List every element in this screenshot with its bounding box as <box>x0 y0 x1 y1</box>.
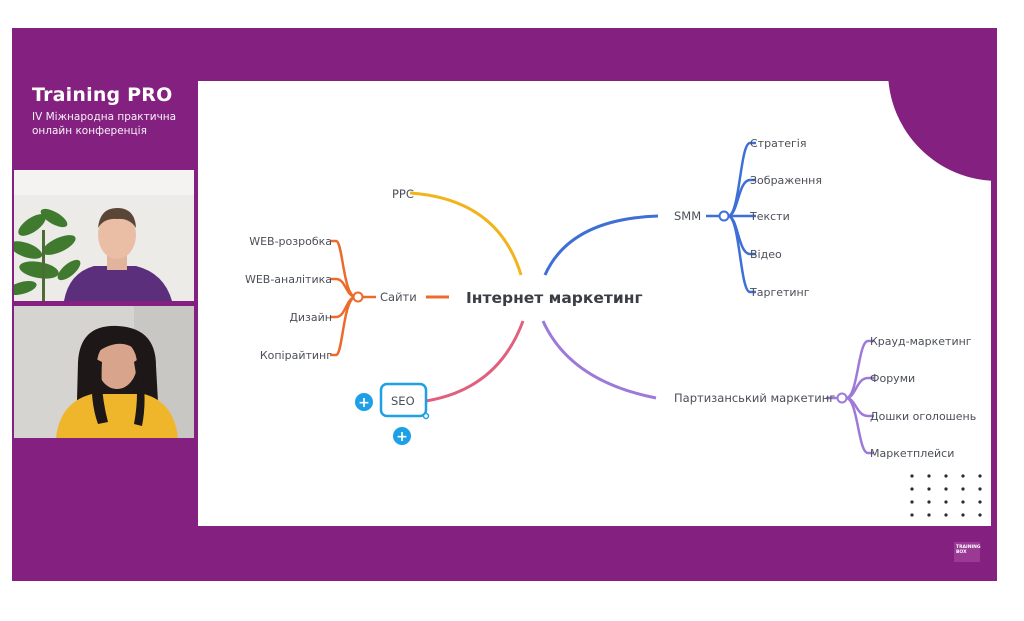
decoration-dot <box>978 474 982 478</box>
node-guerrilla-marketing[interactable]: Партизанський маркетинг <box>674 391 835 405</box>
node-texts[interactable]: Тексти <box>749 210 790 223</box>
decoration-dot <box>978 500 982 504</box>
brand-subtitle-line2: онлайн конференція <box>32 125 147 137</box>
decoration-dot <box>944 500 948 504</box>
decoration-dot <box>961 474 965 478</box>
decoration-dot <box>961 513 965 517</box>
brand-subtitle: IV Міжнародна практична онлайн конференц… <box>32 110 176 138</box>
node-images[interactable]: Зображення <box>750 174 822 187</box>
logo-line2: BOX <box>956 550 967 555</box>
node-strategy[interactable]: Стратегія <box>750 137 806 150</box>
node-video[interactable]: Відео <box>750 248 782 261</box>
decoration-dot <box>927 513 931 517</box>
decoration-dot <box>978 487 982 491</box>
brand-block: Training PRO IV Міжнародна практична онл… <box>32 84 176 138</box>
presentation-slide: Інтернет маркетинг PPC Сайти SEO WEB-роз… <box>198 81 991 526</box>
mindmap-center-node[interactable]: Інтернет маркетинг <box>466 289 643 307</box>
training-box-logo: TRAINING BOX <box>954 542 981 562</box>
node-targeting[interactable]: Таргетинг <box>749 286 810 299</box>
corner-circle-decoration <box>888 81 991 181</box>
dot-grid-decoration <box>910 474 982 517</box>
node-seo[interactable]: SEO <box>391 394 415 408</box>
decoration-dot <box>910 474 914 478</box>
seo-selection-box[interactable] <box>379 382 428 418</box>
node-smm[interactable]: SMM <box>674 209 701 223</box>
decoration-dot <box>910 487 914 491</box>
decoration-dot <box>927 487 931 491</box>
decoration-dot <box>961 500 965 504</box>
node-ppc[interactable]: PPC <box>392 187 414 201</box>
node-forums[interactable]: Форуми <box>870 372 915 385</box>
mindmap-canvas: Інтернет маркетинг PPC Сайти SEO WEB-роз… <box>245 81 991 517</box>
node-classifieds[interactable]: Дошки оголошень <box>870 410 976 423</box>
decoration-dot <box>910 513 914 517</box>
participant-video-2[interactable] <box>14 306 194 438</box>
decoration-dot <box>927 500 931 504</box>
node-copywriting[interactable]: Копірайтинг <box>260 349 332 362</box>
logo-line1: TRAINING <box>956 545 981 550</box>
decoration-dot <box>944 487 948 491</box>
node-marketplaces[interactable]: Маркетплейси <box>870 447 954 460</box>
plus-icon: + <box>396 429 408 445</box>
brand-title: Training PRO <box>32 84 173 106</box>
decoration-dot <box>944 474 948 478</box>
node-sites[interactable]: Сайти <box>380 290 417 304</box>
participant-video-1-image <box>14 170 194 301</box>
participant-video-2-image <box>14 306 194 438</box>
conference-frame: Training PRO IV Міжнародна практична онл… <box>12 28 997 581</box>
plus-icon: + <box>358 395 370 411</box>
decoration-dot <box>961 487 965 491</box>
brand-subtitle-line1: IV Міжнародна практична <box>32 111 177 123</box>
decoration-dot <box>944 513 948 517</box>
node-design[interactable]: Дизайн <box>289 311 332 324</box>
participant-video-1[interactable] <box>14 170 194 301</box>
decoration-dot <box>910 500 914 504</box>
add-sibling-button[interactable] <box>355 393 373 411</box>
add-child-button[interactable] <box>393 427 411 445</box>
node-web-analytics[interactable]: WEB-аналітика <box>245 273 332 286</box>
node-web-development[interactable]: WEB-розробка <box>249 235 332 248</box>
decoration-dot <box>927 474 931 478</box>
plant-icon <box>14 208 81 301</box>
decoration-dot <box>978 513 982 517</box>
node-crowd-marketing[interactable]: Крауд-маркетинг <box>870 335 972 348</box>
